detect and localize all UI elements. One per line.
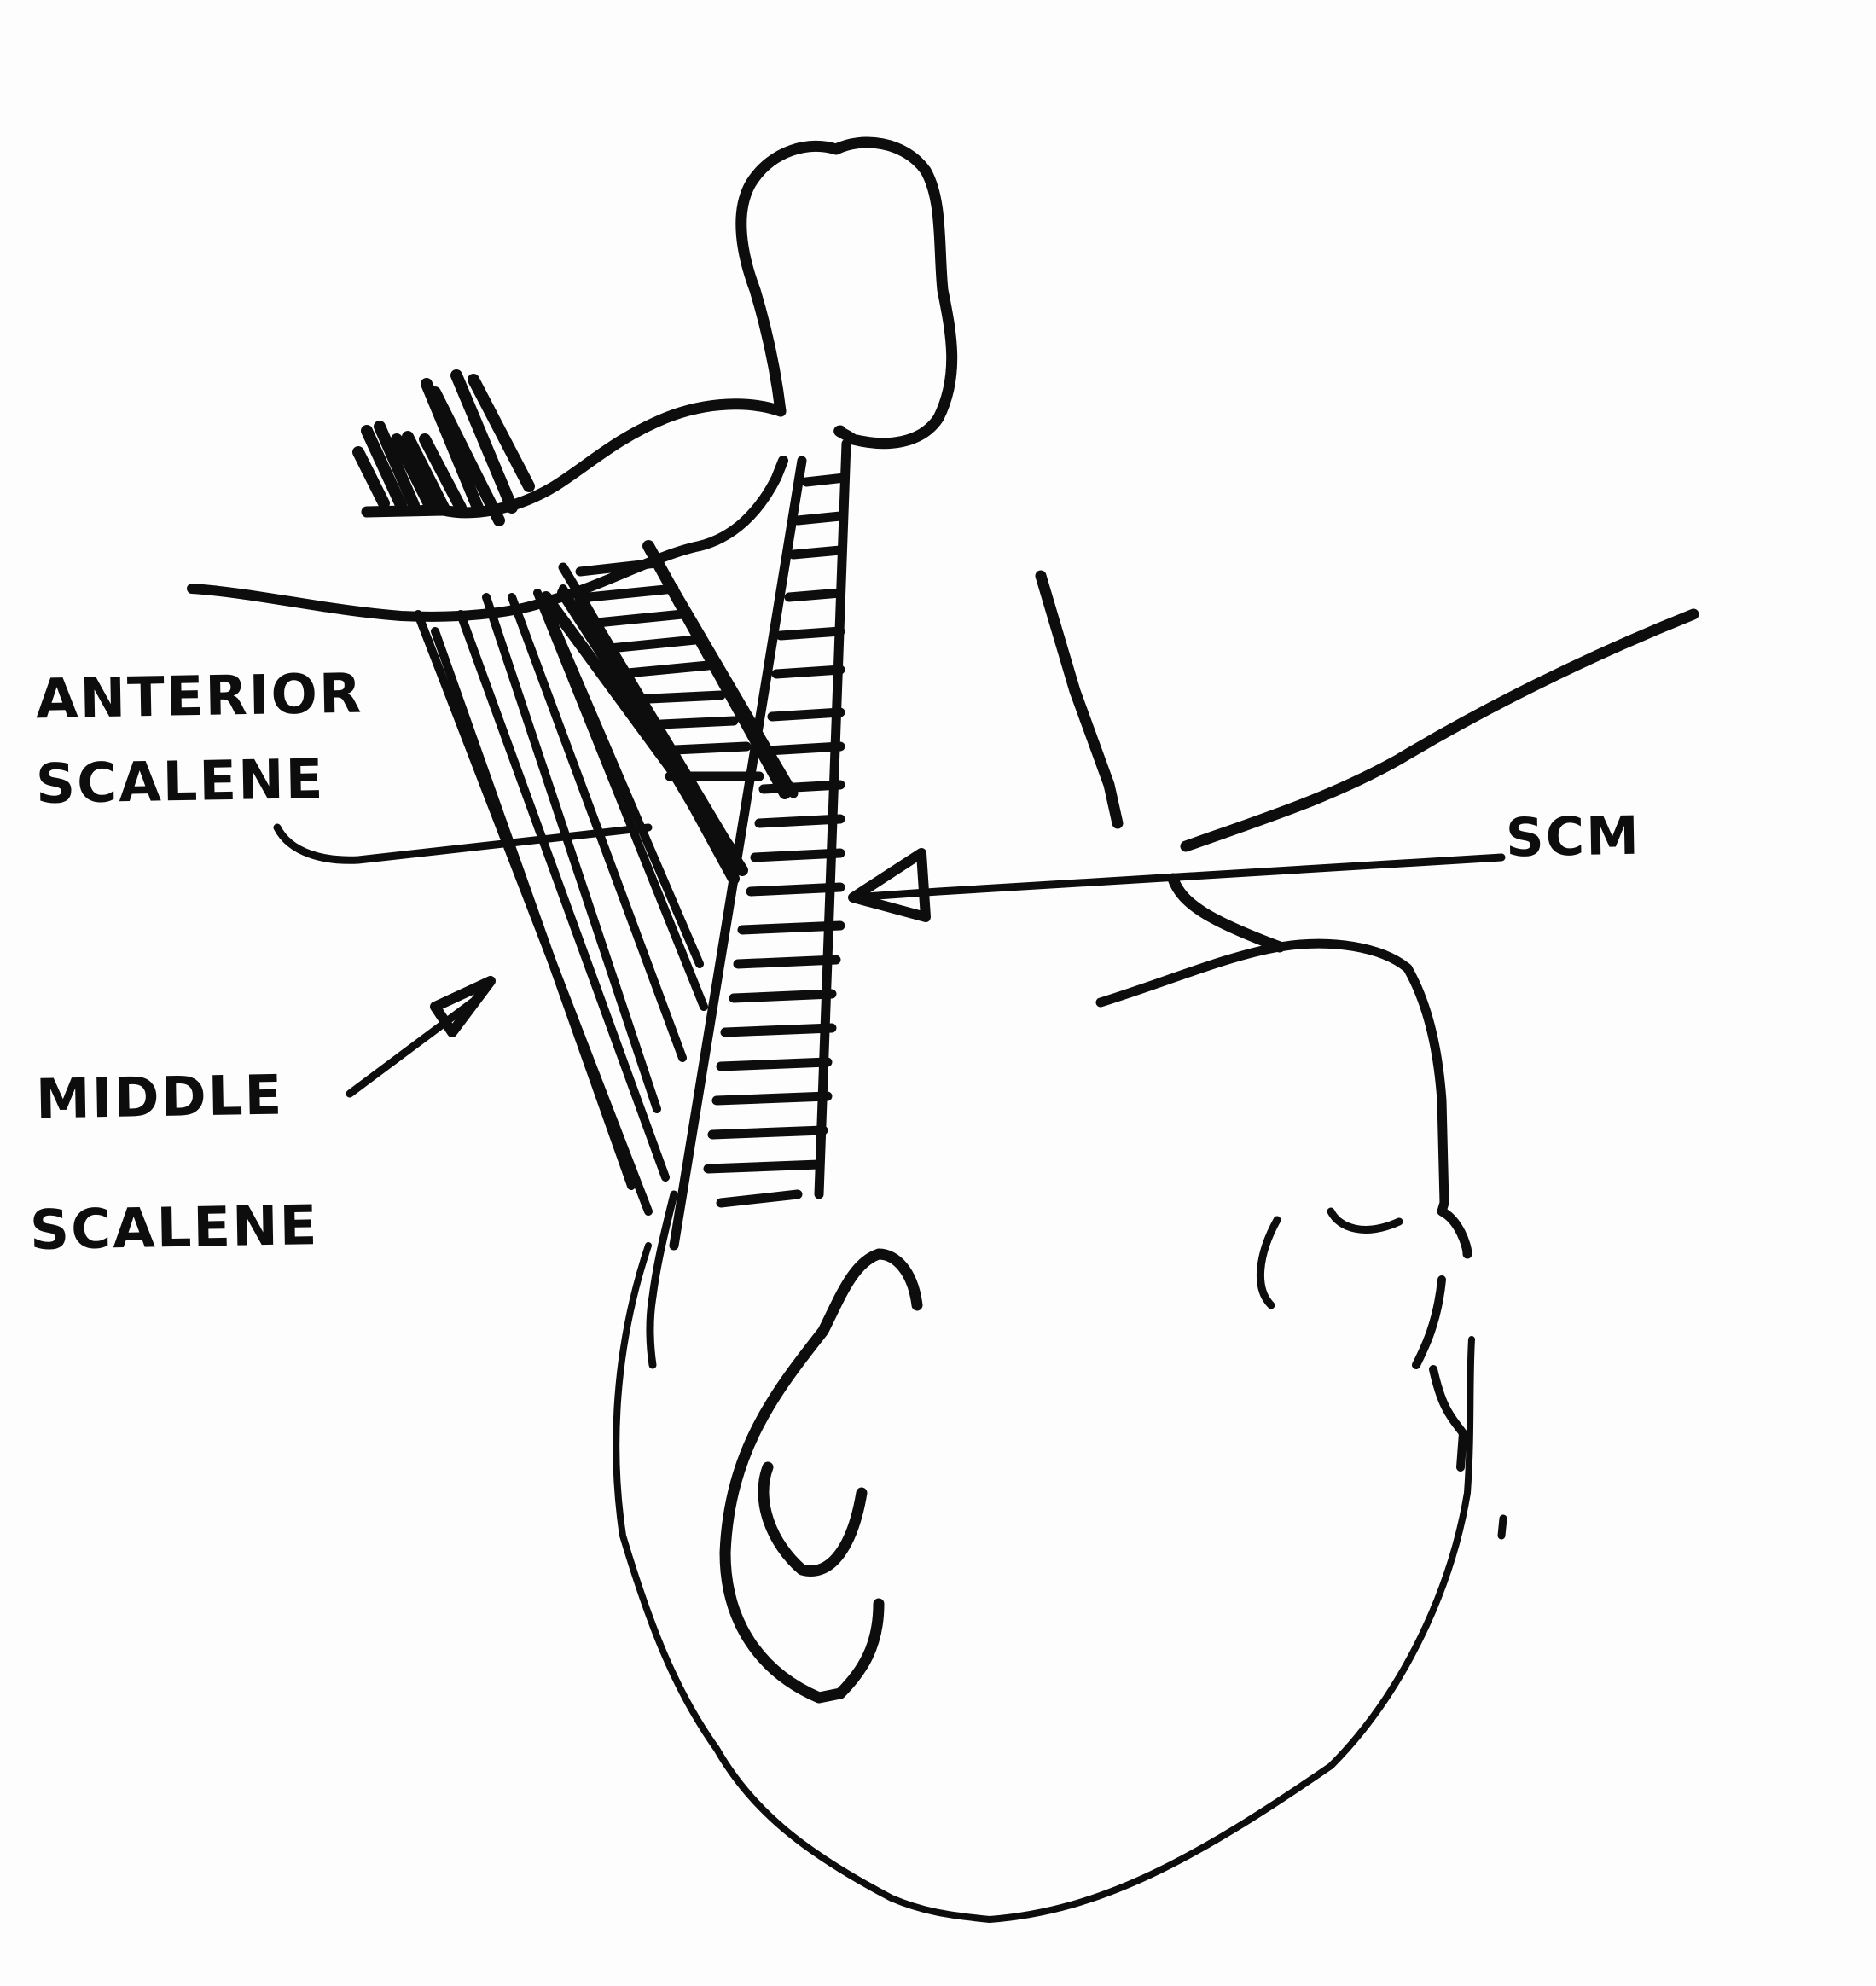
lower-jaw-line xyxy=(1095,938,1449,1208)
trapezius-edge xyxy=(361,398,787,519)
middle-scalene-arrowhead-icon xyxy=(430,976,496,1037)
anterior-scalene-pointer xyxy=(273,823,653,864)
neck-right-line xyxy=(1180,608,1699,852)
nose-icon xyxy=(1437,1198,1472,1259)
label-scm: SCM xyxy=(1505,804,1641,869)
shoulder-outline xyxy=(735,136,958,450)
scm-pointer xyxy=(849,853,1506,902)
ear-outer-icon xyxy=(719,1248,923,1704)
ear-inner-icon xyxy=(758,1461,868,1577)
neck-left-line xyxy=(646,1190,678,1369)
label-middle-scalene-line1: MIDDLE xyxy=(35,1064,284,1132)
jaw-line-stroke xyxy=(1035,570,1124,829)
scm-arrowhead-icon xyxy=(848,848,931,922)
hatched-band-scm xyxy=(669,438,851,1251)
lip-icon xyxy=(1429,1365,1467,1472)
head-outline xyxy=(613,1242,1475,1923)
anterior-scalene xyxy=(414,584,729,1216)
trapezius-hatching xyxy=(352,369,535,526)
eye-right-icon xyxy=(1327,1207,1403,1234)
chin-contour xyxy=(1167,873,1286,953)
chin-mark-icon xyxy=(1497,1514,1507,1540)
mouth-icon xyxy=(1412,1275,1446,1369)
middle-scalene-pointer xyxy=(346,994,482,1098)
eye-left-icon xyxy=(1256,1216,1281,1309)
label-anterior-scalene-line2: SCALENE xyxy=(35,748,325,816)
label-middle-scalene-line2: SCALENE xyxy=(29,1194,319,1263)
label-anterior-scalene-line1: ANTERIOR xyxy=(35,662,363,732)
